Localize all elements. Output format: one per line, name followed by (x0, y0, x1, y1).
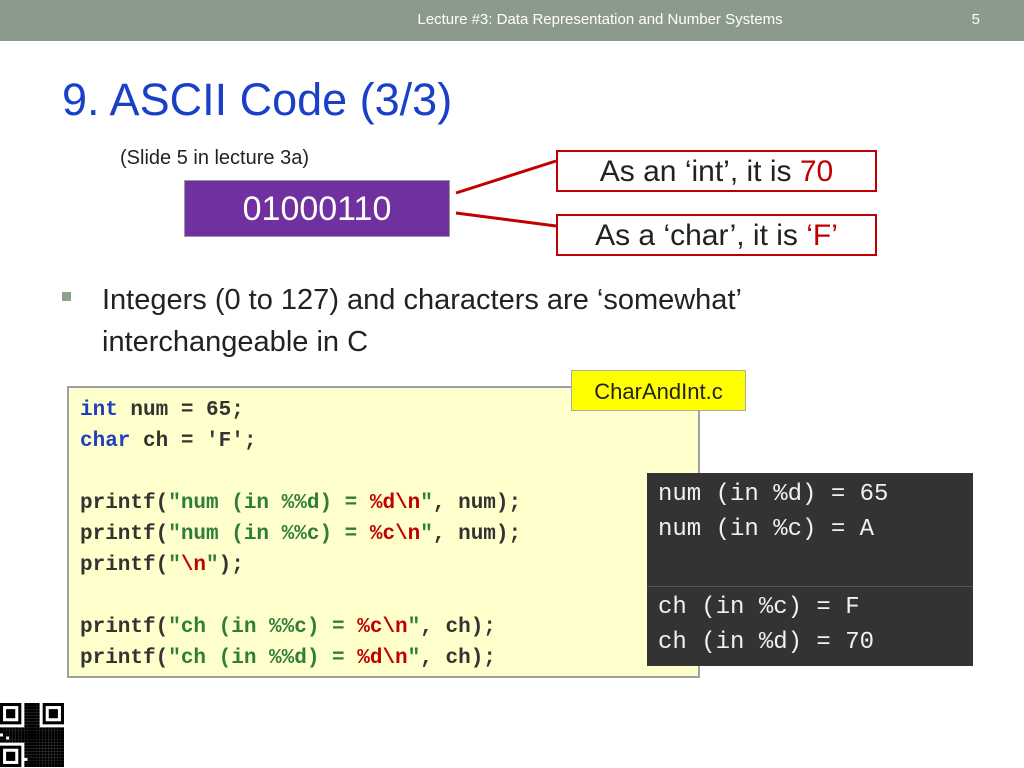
page-number: 5 (971, 11, 980, 28)
code-token: "num (in %%c) = (168, 523, 370, 546)
code-line: printf("ch (in %%c) = %c\n", ch); (80, 612, 521, 643)
code-line: int num = 65; (80, 395, 521, 426)
output-line: ch (in %d) = 70 (658, 629, 875, 656)
code-token: "ch (in %%d) = (168, 647, 358, 670)
code-token: , num); (432, 492, 522, 515)
code-token: printf( (80, 616, 169, 639)
callout-int: As an ‘int’, it is 70 (556, 150, 877, 192)
code-token: " (206, 554, 219, 577)
code-token: " (407, 647, 421, 670)
code-line: printf("\n"); (80, 550, 521, 581)
code-token: , ch); (420, 647, 496, 670)
code-token: printf( (80, 523, 169, 546)
code-token: char (80, 430, 131, 453)
file-name-tag: CharAndInt.c (571, 370, 746, 411)
code-line: printf("num (in %%d) = %d\n", num); (80, 488, 521, 519)
code-line (80, 581, 521, 612)
callout-int-label: As an ‘int’, it is (599, 155, 800, 188)
callout-int-value: 70 (799, 155, 834, 188)
code-listing: int num = 65;char ch = 'F';printf("num (… (67, 386, 700, 678)
code-token: ); (218, 554, 244, 577)
code-token: %d\n (357, 647, 408, 670)
slide-subtitle: (Slide 5 in lecture 3a) (120, 147, 309, 169)
code-token: printf( (80, 492, 169, 515)
code-token: \n (180, 554, 207, 577)
code-line: printf("ch (in %%d) = %d\n", ch); (80, 643, 521, 674)
output-line: ch (in %c) = F (658, 594, 860, 621)
callout-char-label: As a ‘char’, it is (595, 219, 807, 252)
slide-title: 9. ASCII Code (3/3) (62, 74, 453, 125)
bullet-marker (62, 292, 71, 301)
code-token: num = 65; (117, 399, 244, 422)
output-line: num (in %c) = A (658, 516, 875, 543)
code-line: char ch = 'F'; (80, 426, 521, 457)
console-output: num (in %d) = 65 num (in %c) = A ch (in … (647, 473, 973, 666)
callout-char-value: ‘F’ (806, 219, 838, 252)
code-token: %c\n (369, 523, 421, 546)
code-token: " (420, 523, 433, 546)
code-token: " (168, 554, 181, 577)
connector-char (455, 211, 557, 228)
code-token: , ch); (420, 616, 496, 639)
code-token: printf( (80, 554, 169, 577)
code-token: int (80, 399, 118, 422)
code-token: "num (in %%d) = (168, 492, 370, 515)
code-token: "ch (in %%c) = (168, 616, 358, 639)
callout-char: As a ‘char’, it is ‘F’ (556, 214, 877, 256)
qr-code-icon (0, 703, 64, 767)
code-lines: int num = 65;char ch = 'F';printf("num (… (80, 395, 521, 674)
output-divider (647, 586, 973, 587)
code-line: printf("num (in %%c) = %c\n", num); (80, 519, 521, 550)
bullet-text: Integers (0 to 127) and characters are ‘… (102, 284, 741, 358)
code-token: printf( (80, 647, 169, 670)
code-token: " (420, 492, 433, 515)
code-token: " (407, 616, 421, 639)
code-token: %d\n (369, 492, 421, 515)
output-line: num (in %d) = 65 (658, 481, 889, 508)
binary-value-box: 01000110 (184, 180, 450, 237)
code-token: ch = 'F'; (130, 430, 257, 453)
connector-int (455, 159, 557, 195)
slide-header: Lecture #3: Data Representation and Numb… (0, 0, 1024, 41)
code-token: , num); (432, 523, 522, 546)
lecture-title: Lecture #3: Data Representation and Numb… (417, 11, 783, 28)
code-token: %c\n (357, 616, 408, 639)
code-line (80, 457, 521, 488)
